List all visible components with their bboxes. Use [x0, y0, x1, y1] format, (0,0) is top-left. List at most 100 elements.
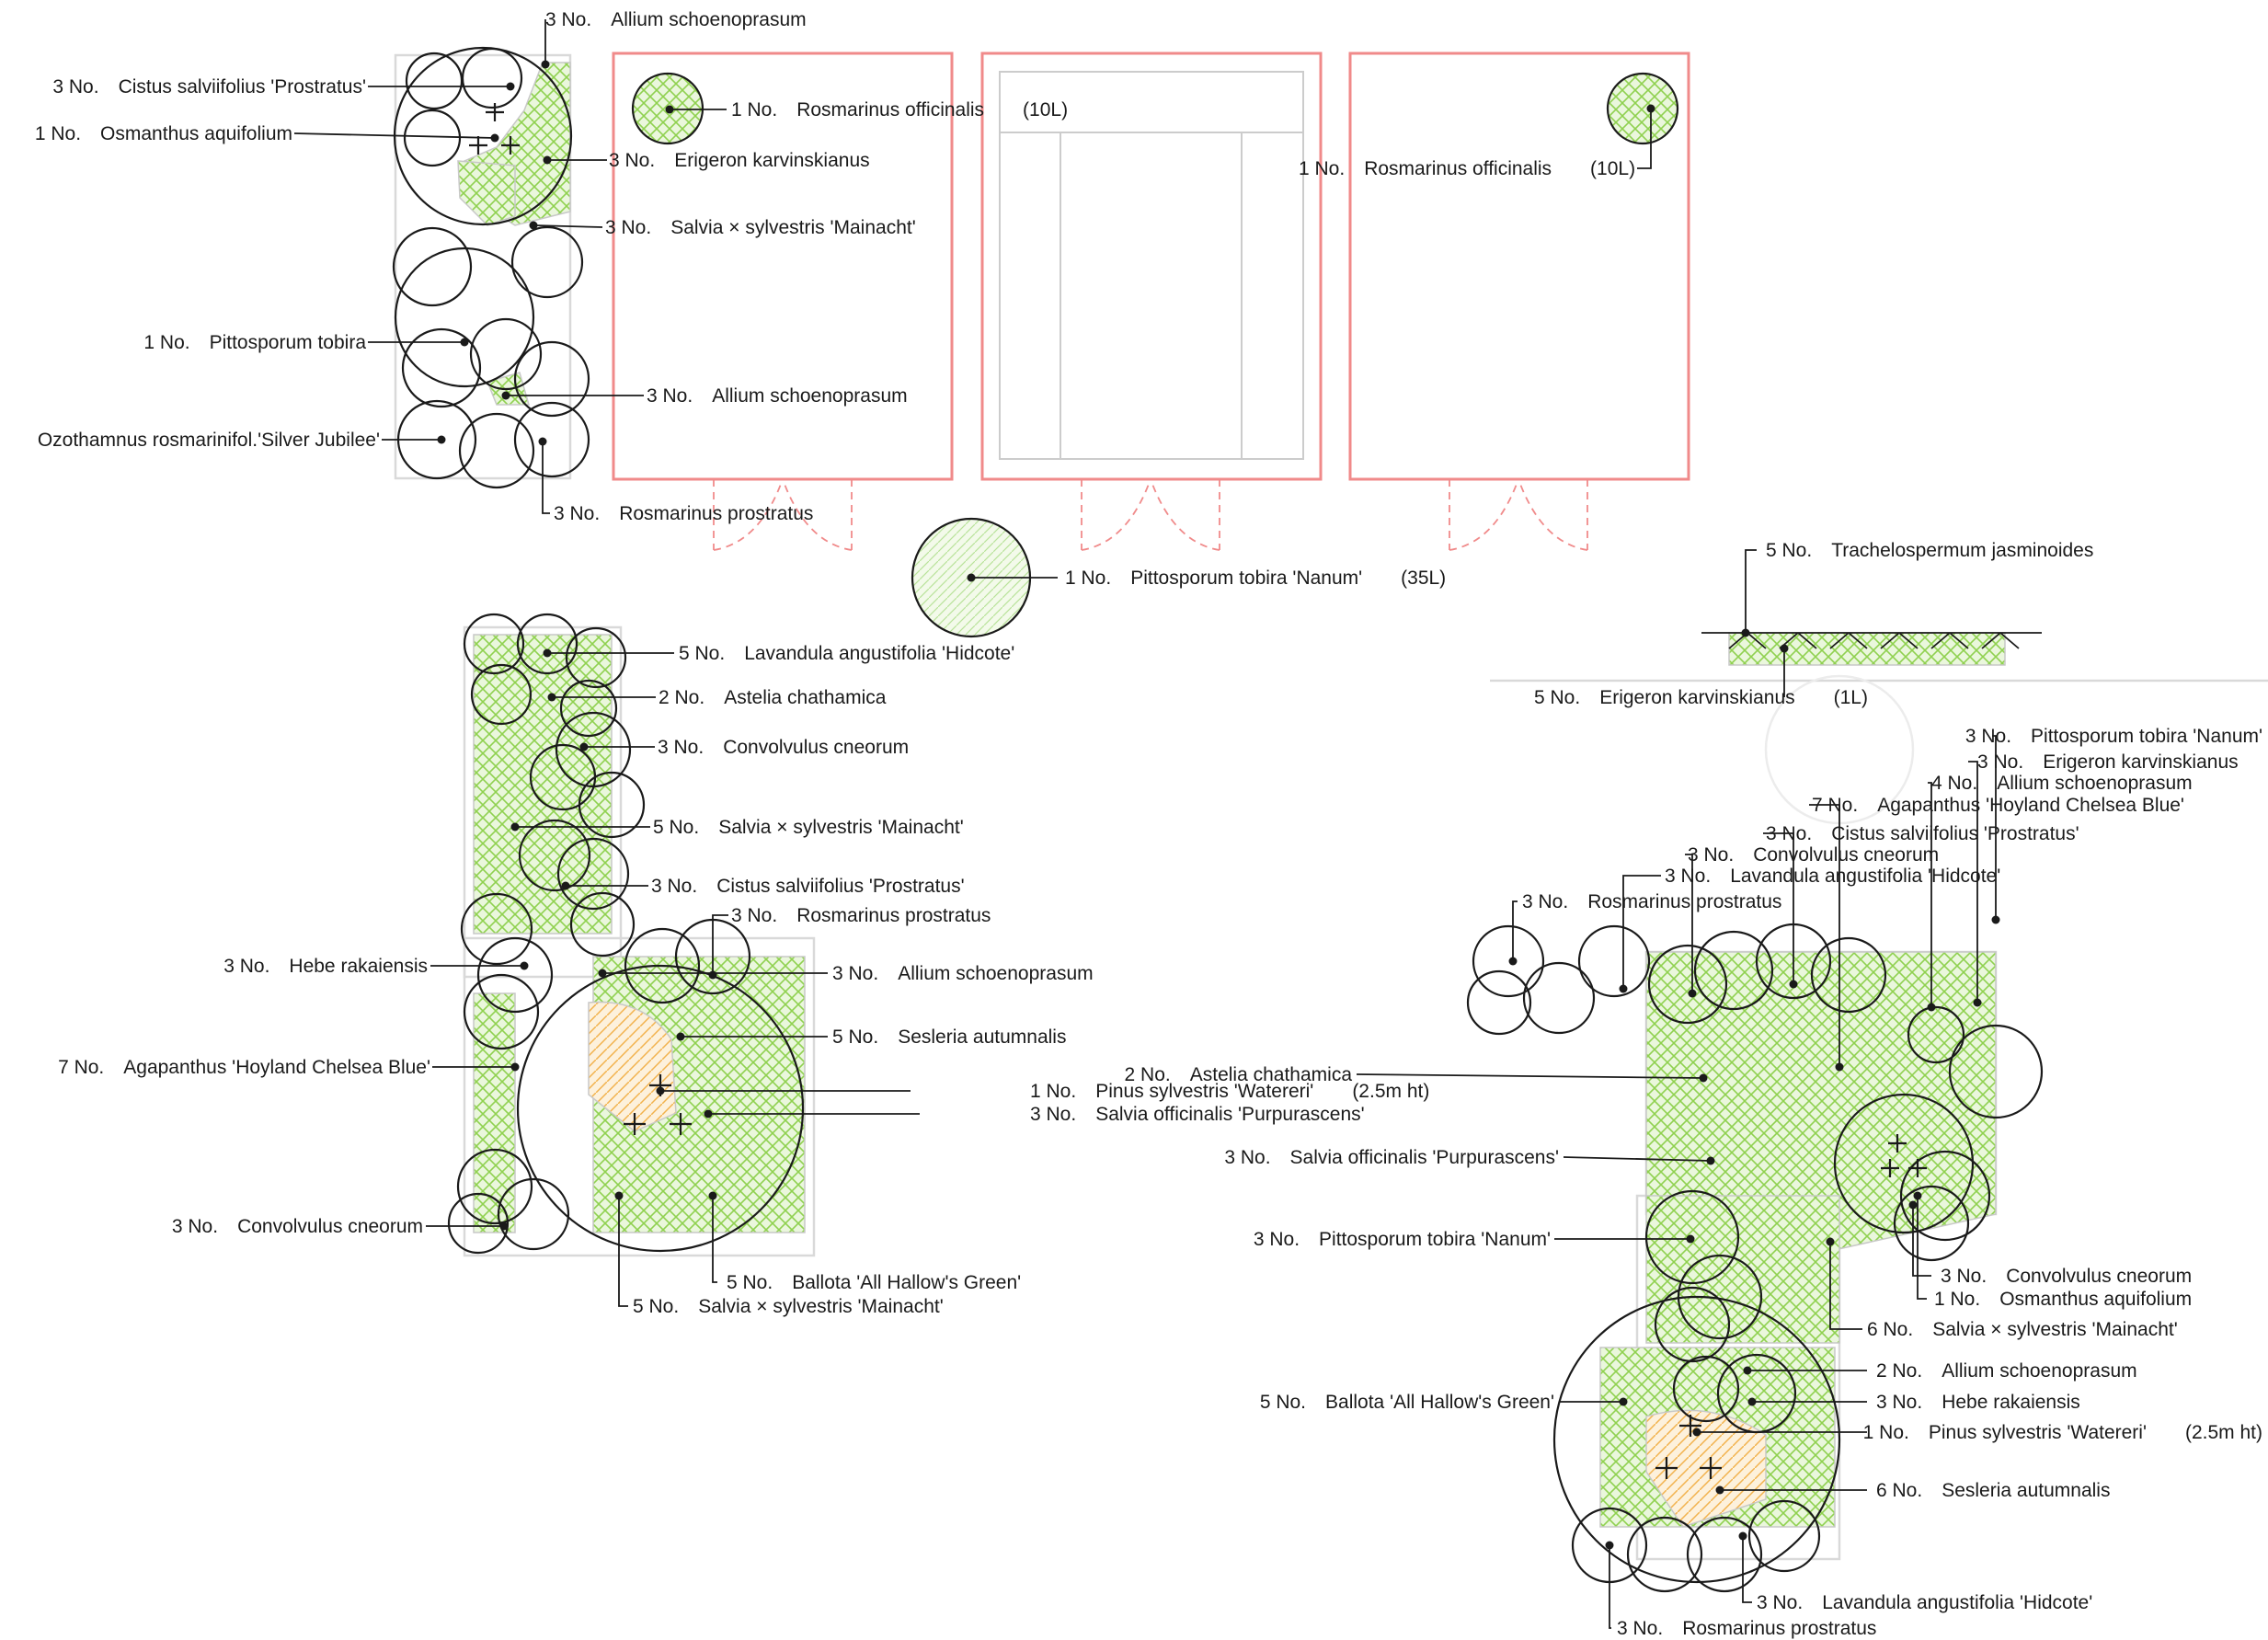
plant-label-l36: 3 No. Lavandula angustifolia 'Hidcote': [1665, 866, 2000, 887]
leader-dot-l49: [1738, 1531, 1747, 1541]
pot-rosmarinus-right: [1606, 72, 1679, 145]
leader-l34: [1763, 832, 1794, 984]
plant-label-l43: 6 No. Salvia × sylvestris 'Mainacht': [1867, 1319, 2178, 1340]
leader-dot-l50: [1605, 1541, 1614, 1550]
plant-label-l09: 3 No. Rosmarinus prostratus: [554, 503, 813, 524]
building-interior-lines: [999, 71, 1304, 460]
plant-label-l28: 5 No. Ballota 'All Hallow's Green': [727, 1272, 1021, 1293]
leader-dot-l41: [1908, 1200, 1918, 1210]
plant-label-l40: 3 No. Pittosporum tobira 'Nanum': [1254, 1229, 1551, 1250]
leader-dot-l30: [1991, 915, 2000, 924]
plant-labels: 3 No. Allium schoenoprasum 3 No. Cistus s…: [35, 9, 2262, 1639]
door-swings: [713, 478, 1588, 551]
leader-dot-l09: [538, 437, 547, 446]
plant-label-l13: 5 No. Trachelospermum jasminoides: [1766, 540, 2093, 561]
plant-label-l33: 7 No. Agapanthus 'Hoyland Chelsea Blue': [1812, 795, 2184, 816]
plant-label-l32: 4 No. Allium schoenoprasum: [1931, 773, 2193, 794]
plant-label-l05: 3 No. Salvia × sylvestris 'Mainacht': [605, 217, 916, 238]
leader-dot-l01: [541, 60, 550, 69]
leader-dot-l40: [1686, 1234, 1695, 1244]
plant-label-l34: 3 No. Cistus salviifolius 'Prostratus': [1766, 823, 2079, 844]
plant-label-l37: 3 No. Rosmarinus prostratus: [1522, 891, 1781, 912]
plant-label-l14: 5 No. Erigeron karvinskianus (1L): [1534, 687, 1868, 708]
plant-label-l11: 1 No. Rosmarinus officinalis (10L): [1299, 158, 1635, 179]
leader-dot-l44: [1743, 1366, 1752, 1375]
plant-label-l48: 6 No. Sesleria autumnalis: [1876, 1480, 2110, 1501]
plant-label-l29: 5 No. Salvia × sylvestris 'Mainacht': [633, 1296, 944, 1317]
leader-l49: [1742, 1536, 1752, 1603]
plant-label-l35: 3 No. Convolvulus cneorum: [1688, 844, 1939, 866]
leader-l50: [1609, 1545, 1611, 1629]
plant-label-l22: 3 No. Allium schoenoprasum: [832, 963, 1094, 984]
plant-label-l10: 1 No. Rosmarinus officinalis (10L): [731, 99, 1068, 120]
plant-label-l07: 3 No. Allium schoenoprasum: [647, 385, 908, 407]
plant-label-l39: 3 No. Salvia officinalis 'Purpurascens': [1224, 1147, 1559, 1168]
plant-label-l17: 3 No. Convolvulus cneorum: [658, 737, 909, 758]
leader-dot-l02: [506, 82, 515, 91]
plant-label-l08: Ozothamnus rosmarinifol.'Silver Jubilee': [38, 430, 380, 451]
leader-dot-l17: [579, 742, 589, 751]
leader-lines: [293, 19, 1997, 1629]
leader-l20: [712, 914, 728, 975]
leader-dot-l18: [510, 822, 520, 831]
plant-label-l38: 2 No. Astelia chathamica: [1125, 1064, 1353, 1085]
leader-dot-l36: [1619, 984, 1628, 993]
plant-label-l20: 3 No. Rosmarinus prostratus: [731, 905, 991, 926]
leader-dot-l13: [1741, 628, 1750, 637]
leader-l41: [1912, 1205, 1931, 1277]
leader-l33: [1809, 804, 1840, 1067]
leader-l38: [1356, 1073, 1704, 1079]
building-right: [1348, 52, 1690, 481]
leader-l13: [1745, 549, 1757, 633]
plant-label-l30: 3 No. Pittosporum tobira 'Nanum': [1965, 726, 2262, 747]
building-middle: [980, 52, 1323, 481]
trellis-climbers: [1701, 632, 2042, 649]
leader-dot-l27: [499, 1221, 509, 1231]
plant-label-l50: 3 No. Rosmarinus prostratus: [1617, 1618, 1876, 1639]
plant-label-l41: 3 No. Convolvulus cneorum: [1941, 1266, 2192, 1287]
leader-dot-l05: [529, 221, 538, 230]
leader-dot-l23: [676, 1032, 685, 1041]
leader-l28: [712, 1196, 717, 1283]
leader-l03: [293, 132, 496, 139]
leader-l36: [1622, 875, 1661, 989]
leader-dot-l34: [1789, 980, 1798, 989]
leader-dot-l35: [1688, 989, 1697, 998]
plant-label-l45: 5 No. Ballota 'All Hallow's Green': [1260, 1392, 1554, 1413]
plant-label-l47: 1 No. Pinus sylvestris 'Watereri' (2.5m …: [1863, 1422, 2262, 1443]
leader-dot-l28: [708, 1191, 717, 1200]
leader-dot-l07: [501, 391, 510, 400]
leader-dot-l26: [704, 1109, 713, 1118]
leader-l29: [618, 1196, 628, 1307]
plant-label-l03: 1 No. Osmanthus aquifolium: [35, 123, 292, 144]
plant-label-l46: 3 No. Hebe rakaiensis: [1876, 1392, 2080, 1413]
plant-label-l02: 3 No. Cistus salviifolius 'Prostratus': [52, 76, 366, 97]
plant-label-l24: 7 No. Agapanthus 'Hoyland Chelsea Blue': [58, 1057, 430, 1078]
leader-l32: [1928, 782, 1932, 1007]
leader-l39: [1563, 1156, 1712, 1162]
leader-dot-l19: [561, 881, 570, 890]
leader-l05: [533, 224, 603, 228]
leader-dot-l22: [598, 969, 607, 978]
leader-dot-l04: [543, 155, 552, 165]
leader-dot-l47: [1692, 1428, 1701, 1437]
leader-dot-l45: [1619, 1397, 1628, 1406]
leader-dot-l29: [614, 1191, 624, 1200]
shrub-canopies: [392, 46, 2044, 1593]
leader-dot-l06: [460, 338, 469, 347]
leader-dot-l12: [967, 573, 976, 582]
leader-dot-l24: [510, 1062, 520, 1072]
plant-label-l27: 3 No. Convolvulus cneorum: [172, 1216, 423, 1237]
leader-dot-l25: [656, 1086, 665, 1095]
leader-dot-l16: [547, 693, 556, 702]
leader-dots: [437, 60, 2000, 1550]
plant-label-l21: 3 No. Hebe rakaiensis: [223, 956, 428, 977]
plant-label-l42: 1 No. Osmanthus aquifolium: [1934, 1289, 2192, 1310]
plant-label-l44: 2 No. Allium schoenoprasum: [1876, 1360, 2137, 1382]
plant-label-l15: 5 No. Lavandula angustifolia 'Hidcote': [679, 643, 1014, 664]
leader-dot-l21: [520, 961, 529, 970]
leader-dot-l03: [490, 133, 499, 143]
plant-label-l04: 3 No. Erigeron karvinskianus: [609, 150, 870, 171]
leader-l09: [542, 442, 550, 514]
